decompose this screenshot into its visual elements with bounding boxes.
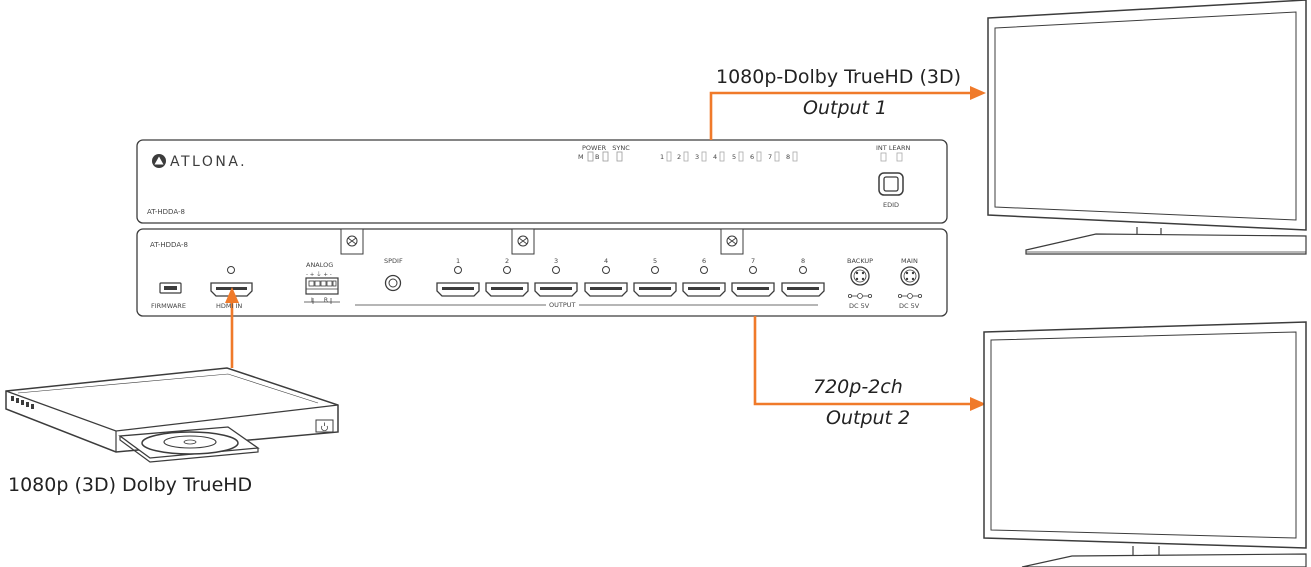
sync-num-8: 8 <box>786 153 791 161</box>
int-led <box>880 152 887 162</box>
output-number-4: 4 <box>604 257 609 265</box>
learn-led <box>896 152 903 162</box>
output-1-name: Output 1 <box>803 97 888 119</box>
brand-wordmark: ATLONA. <box>170 154 248 170</box>
firmware-label: FIRMWARE <box>151 302 186 310</box>
output-number-5: 5 <box>653 257 658 265</box>
output-led-5 <box>651 266 659 274</box>
edid-button[interactable] <box>878 172 904 196</box>
atlona-logo-icon <box>152 154 166 168</box>
dc-polarity-icon <box>848 293 923 299</box>
sync-num-1: 1 <box>660 153 665 161</box>
hdmi-output-pins-5 <box>639 287 671 290</box>
hdmi-in-led <box>227 266 235 274</box>
output-number-6: 6 <box>702 257 707 265</box>
power-led-m <box>587 151 594 162</box>
cable-arrows <box>225 86 986 411</box>
rear-model-label: AT-HDDA-8 <box>150 241 188 249</box>
backup-label: BACKUP <box>847 257 874 265</box>
arrow-output-1 <box>970 86 986 100</box>
output-led-2 <box>503 266 511 274</box>
rear-panel <box>136 228 948 317</box>
sync-num-3: 3 <box>695 153 700 161</box>
int-learn-label: INT LEARN <box>876 144 911 152</box>
analog-polarity: - + ⏚ + - <box>306 272 332 278</box>
output-led-1 <box>454 266 462 274</box>
hdmi-output-pins-8 <box>787 287 819 290</box>
sync-num-6: 6 <box>750 153 755 161</box>
arrow-input <box>225 287 239 303</box>
power-led-label-b: B <box>595 153 600 161</box>
output-1-format: 1080p-Dolby TrueHD (3D) <box>716 66 962 88</box>
analog-label: ANALOG <box>306 261 334 269</box>
sync-num-7: 7 <box>768 153 773 161</box>
output-led-3 <box>552 266 560 274</box>
cables <box>230 91 972 406</box>
output-led-8 <box>799 266 807 274</box>
output-number-1: 1 <box>456 257 461 265</box>
output-led-7 <box>749 266 757 274</box>
edid-label: EDID <box>883 201 900 209</box>
output-2-format: 720p-2ch <box>813 376 903 398</box>
front-panel <box>136 139 948 224</box>
dc-label-backup: DC 5V <box>849 302 870 310</box>
hdmi-output-pins-3 <box>540 287 572 290</box>
backup-power-port[interactable] <box>850 266 870 286</box>
spdif-port[interactable] <box>384 274 402 292</box>
output-ports <box>436 266 825 297</box>
arrow-output-2 <box>970 397 986 411</box>
sync-num-5: 5 <box>732 153 737 161</box>
front-model-label: AT-HDDA-8 <box>147 208 185 216</box>
power-led-b <box>602 151 609 162</box>
cable-output-2 <box>753 316 972 406</box>
output-label: OUTPUT <box>546 301 579 309</box>
source-label: 1080p (3D) Dolby TrueHD <box>8 474 253 496</box>
output-number-7: 7 <box>751 257 756 265</box>
main-power-port[interactable] <box>900 266 920 286</box>
hdmi-output-pins-7 <box>737 287 769 290</box>
cable-output-1 <box>709 91 972 140</box>
output-number-8: 8 <box>801 257 806 265</box>
sync-led <box>616 151 623 162</box>
hdmi-output-pins-6 <box>688 287 720 290</box>
power-sync-header: POWER SYNC <box>582 144 630 152</box>
main-label: MAIN <box>901 257 918 265</box>
hdmi-output-pins-4 <box>590 287 622 290</box>
output-number-3: 3 <box>554 257 559 265</box>
sync-num-4: 4 <box>713 153 718 161</box>
tv-monitor-icon <box>983 321 1307 567</box>
dc-label-main: DC 5V <box>899 302 920 310</box>
power-led-label-m: M <box>578 153 584 161</box>
output-led-4 <box>602 266 610 274</box>
bluray-player-icon <box>5 367 339 463</box>
firmware-usb-port[interactable] <box>159 282 182 294</box>
output-led-6 <box>700 266 708 274</box>
tv-monitor-icon <box>987 0 1307 255</box>
output-status-leds <box>666 151 798 162</box>
output-2-name: Output 2 <box>826 407 911 429</box>
hdmi-in-label: HDMI IN <box>216 302 243 310</box>
analog-lr-label: L R <box>311 297 329 304</box>
sync-num-2: 2 <box>677 153 682 161</box>
analog-audio-terminal[interactable] <box>305 277 339 295</box>
output-number-2: 2 <box>505 257 510 265</box>
hdmi-output-pins-2 <box>491 287 523 290</box>
spdif-label: SPDIF <box>384 257 403 265</box>
hdmi-output-pins-1 <box>442 287 474 290</box>
